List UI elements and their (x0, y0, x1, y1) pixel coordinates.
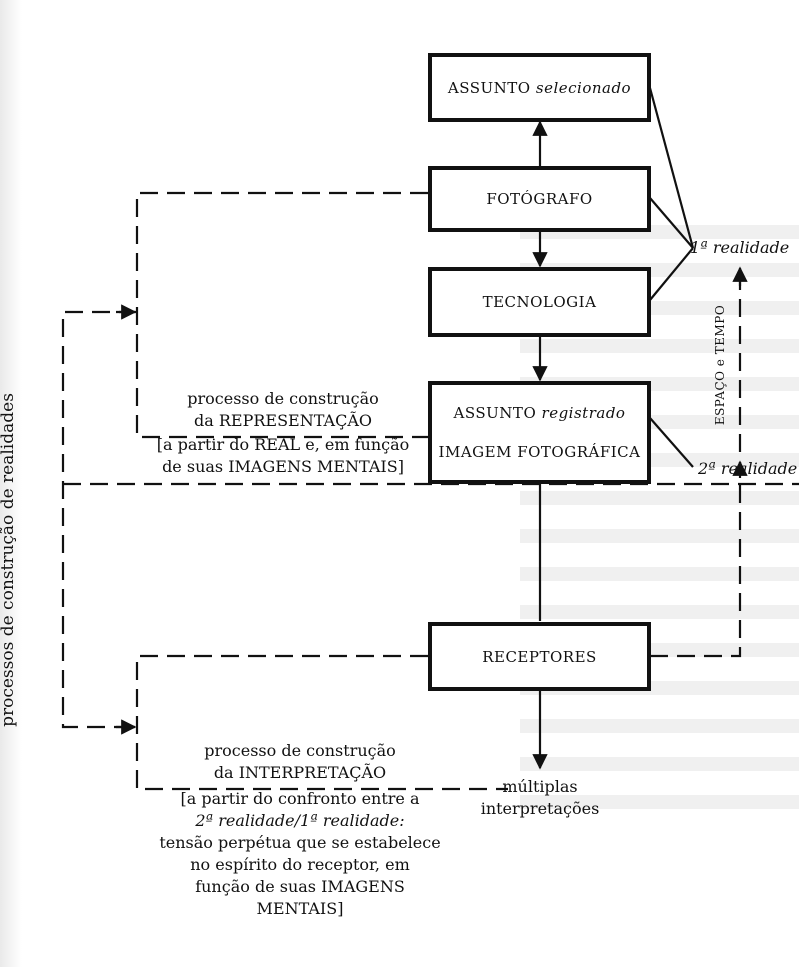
representacao-text: processo de construção da REPRESENTAÇÃO … (138, 388, 428, 478)
line-tecnologia-to-1a (649, 247, 694, 301)
representacao-line1: processo de construção (187, 389, 379, 408)
label-processos-construcao: processos de construção de realidades (0, 393, 18, 727)
box-assunto-selecionado-suffix: selecionado (535, 78, 632, 97)
box-receptores: RECEPTORES (428, 622, 651, 691)
interpretacao-line1: processo de construção (204, 741, 396, 760)
box-assunto-registrado-suffix: registrado (541, 403, 626, 422)
label-espaco-tempo: ESPAÇO e TEMPO (713, 304, 727, 426)
representacao-line2: da REPRESENTAÇÃO (194, 411, 372, 430)
interpretacao-line7: função de suas IMAGENS MENTAIS] (195, 877, 405, 918)
interpretacao-line5: tensão perpétua que se estabelece (159, 833, 441, 852)
interpretacao-line2: da INTERPRETAÇÃO (213, 763, 387, 782)
box-fotografo-label: FOTÓGRAFO (486, 190, 593, 208)
scan-edge-shadow (0, 0, 22, 967)
box-tecnologia: TECNOLOGIA (428, 267, 651, 337)
representacao-line4: de suas IMAGENS MENTAIS] (162, 457, 404, 476)
dash-receptores-to-2a (650, 462, 742, 658)
label-segunda-realidade: 2ª realidade (698, 459, 798, 478)
line-registrado-to-2a (649, 417, 694, 468)
dash-receptores-to-interpretacao (135, 654, 508, 791)
box-fotografo: FOTÓGRAFO (428, 166, 651, 232)
box-receptores-label: RECEPTORES (482, 647, 597, 666)
box-assunto-selecionado: ASSUNTO selecionado (428, 53, 651, 122)
box-assunto-selecionado-prefix: ASSUNTO (447, 78, 531, 97)
dash-fotografo-to-representacao (135, 191, 428, 439)
box-tecnologia-label: TECNOLOGIA (482, 293, 597, 311)
label-primeira-realidade: 1ª realidade (690, 238, 790, 257)
interpretacao-line4: 2ª realidade/1ª realidade: (195, 811, 405, 830)
line-assunto-to-1a (648, 87, 695, 249)
box-assunto-registrado-imagem: ASSUNTO registrado IMAGEM FOTOGRÁFICA (428, 381, 651, 484)
multiplas-line2: interpretações (480, 799, 600, 818)
representacao-line3: [a partir do REAL e, em função (156, 435, 410, 454)
interpretacao-text: processo de construção da INTERPRETAÇÃO … (155, 740, 445, 920)
label-multiplas-interpretacoes: múltiplas interpretações (470, 776, 610, 820)
line-fotografo-to-1a (649, 197, 694, 249)
dash-left-process (61, 310, 137, 729)
interpretacao-line3: [a partir do confronto entre a (180, 789, 420, 808)
multiplas-line1: múltiplas (502, 777, 578, 796)
box-imagem-fotografica-label: IMAGEM FOTOGRÁFICA (438, 443, 641, 462)
box-assunto-registrado-prefix: ASSUNTO (453, 403, 537, 422)
interpretacao-line6: no espírito do receptor, em (190, 855, 410, 874)
